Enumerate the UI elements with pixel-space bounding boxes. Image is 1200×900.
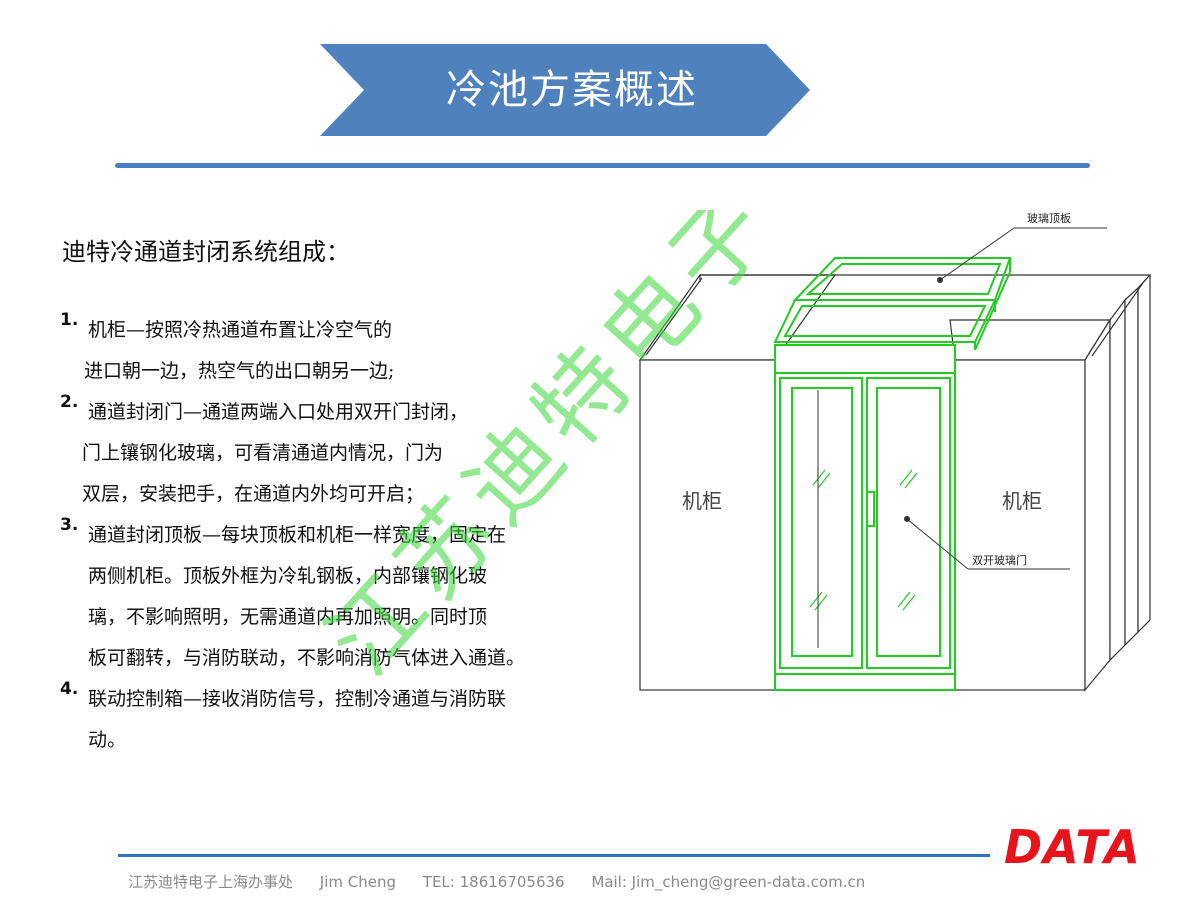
left-cabinet-front (639, 359, 776, 691)
callout-double-door: 双开玻璃门 (972, 553, 1027, 567)
title-banner: 冷池方案概述 (320, 44, 810, 136)
footer-office: 江苏迪特电子上海办事处 (128, 873, 294, 891)
double-glass-door (774, 344, 956, 691)
item-number: 2. (60, 392, 79, 412)
footer-contact: 江苏迪特电子上海办事处 Jim Cheng TEL: 18616705636 M… (128, 871, 887, 892)
item-text-line: 通道封闭门—通道两端入口处用双开门封闭， (88, 401, 469, 423)
item-text-line: 进口朝一边，热空气的出口朝另一边; (84, 360, 395, 382)
list-item-3: 3. 通道封闭顶板—每块顶板和机柜一样宽度，固定在 两侧机柜。顶板外框为冷轧钢板… (60, 515, 620, 679)
title-divider (115, 163, 1090, 168)
glass-roof-panels (773, 257, 1012, 351)
item-text-line: 双层，安装把手，在通道内外均可开启； (82, 483, 425, 505)
footer-mail: Mail: Jim_cheng@green-data.com.cn (591, 873, 866, 891)
item-text-line: 两侧机柜。顶板外框为冷轧钢板，内部镶钢化玻 (88, 565, 488, 587)
list-item-4: 4. 联动控制箱—接收消防信号，控制冷通道与消防联 动。 (60, 679, 620, 761)
item-text-line: 门上镶钢化玻璃，可看清通道内情况，门为 (82, 442, 444, 464)
item-number: 1. (60, 310, 79, 330)
item-number: 4. (60, 679, 79, 699)
list-item-2: 2. 通道封闭门—通道两端入口处用双开门封闭， 门上镶钢化玻璃，可看清通道内情况… (60, 392, 620, 515)
item-text-line: 通道封闭顶板—每块顶板和机柜一样宽度，固定在 (88, 524, 507, 546)
item-text-line: 璃，不影响照明，无需通道内再加照明。同时顶 (88, 606, 488, 628)
footer-divider (118, 854, 990, 857)
section-heading: 迪特冷通道封闭系统组成： (62, 238, 350, 266)
banner-arrow-shape (320, 44, 810, 136)
footer-name: Jim Cheng (319, 873, 397, 891)
right-cabinet-front (954, 359, 1086, 691)
footer-tel: TEL: 18616705636 (422, 873, 565, 891)
item-number: 3. (60, 515, 79, 535)
item-text-line: 板可翻转，与消防联动，不影响消防气体进入通道。 (88, 647, 526, 669)
page-title: 冷池方案概述 (446, 67, 698, 113)
component-list: 1. 机柜—按照冷热通道布置让冷空气的 进口朝一边，热空气的出口朝另一边; 2.… (60, 310, 620, 761)
item-text-line: 联动控制箱—接收消防信号，控制冷通道与消防联 (88, 688, 507, 710)
item-text-line: 动。 (88, 729, 127, 751)
cabinet-label-right: 机柜 (1002, 489, 1042, 513)
item-text-line: 机柜—按照冷热通道布置让冷空气的 (88, 319, 393, 341)
callout-glass-roof: 玻璃顶板 (1027, 211, 1071, 225)
list-item-1: 1. 机柜—按照冷热通道布置让冷空气的 进口朝一边，热空气的出口朝另一边; (60, 310, 620, 392)
data-logo: DATA (1004, 820, 1141, 874)
cabinet-label-left: 机柜 (682, 489, 722, 513)
cold-aisle-diagram: 机柜 机柜 玻璃顶板 双开玻璃门 (638, 211, 1151, 692)
